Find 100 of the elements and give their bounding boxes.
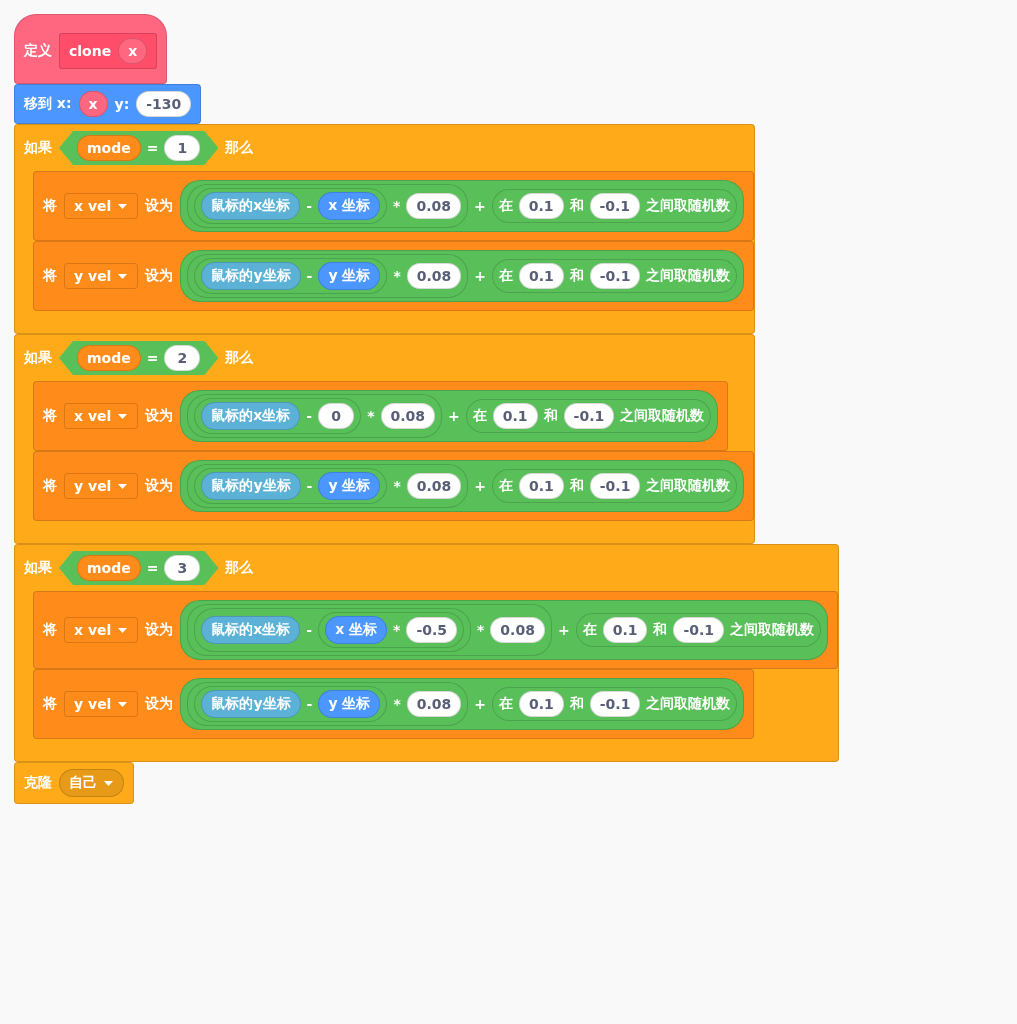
- set-variable-block: [33, 171, 755, 241]
- if-block: [14, 334, 756, 544]
- block-label: 之间取随机数: [646, 197, 731, 215]
- block-label: 之间取随机数: [646, 477, 731, 495]
- number-input: 0: [318, 403, 355, 429]
- motion-reporter: y 坐标: [318, 472, 381, 500]
- block-label: 和: [543, 407, 558, 425]
- operator-block: [180, 678, 745, 730]
- block-label: 在: [582, 621, 597, 639]
- motion-reporter: y 坐标: [318, 690, 381, 718]
- variable-dropdown: x vel: [64, 193, 139, 219]
- number-input: 0.1: [519, 691, 564, 717]
- operator-block: [194, 398, 362, 434]
- operator-block: [194, 608, 472, 652]
- block-label: 将: [43, 407, 57, 425]
- number-input: 0.08: [380, 403, 436, 429]
- number-input: 0.1: [519, 263, 564, 289]
- block-label: 将: [43, 197, 57, 215]
- sensing-reporter: 鼠标的x坐标: [201, 616, 301, 644]
- operator-sign: *: [477, 622, 485, 638]
- motion-reporter: y 坐标: [318, 262, 381, 290]
- sensing-reporter: 鼠标的y坐标: [201, 262, 301, 290]
- operator-block: [187, 394, 443, 438]
- operator-block: [187, 184, 468, 228]
- number-input: -0.1: [589, 263, 641, 289]
- operator-block: [194, 468, 388, 504]
- block-label: 和: [653, 621, 668, 639]
- block-label: 设为: [145, 267, 174, 285]
- number-input: 0.1: [602, 617, 648, 643]
- operator-sign: =: [146, 350, 159, 366]
- variable-dropdown: y vel: [64, 473, 139, 499]
- clone-menu: 自己: [59, 769, 124, 797]
- motion-reporter: x 坐标: [318, 192, 381, 220]
- random-block: [492, 469, 738, 503]
- sensing-reporter: 鼠标的x坐标: [201, 402, 301, 430]
- motion-block: [14, 84, 202, 124]
- number-input: 0.1: [519, 473, 564, 499]
- block-label: 移到 x:: [24, 95, 72, 113]
- operator-sign: -: [306, 478, 313, 494]
- block-label: 之间取随机数: [620, 407, 705, 425]
- block-label: 如果: [24, 559, 52, 577]
- operator-block: [187, 604, 552, 656]
- block-label: 那么: [225, 559, 254, 577]
- motion-reporter: x 坐标: [325, 616, 388, 644]
- operator-sign: *: [393, 478, 401, 494]
- block-label: 设为: [145, 407, 174, 425]
- block-label: 将: [43, 267, 57, 285]
- block-label: 定义: [24, 42, 52, 60]
- number-input: -0.1: [673, 617, 725, 643]
- variable-reporter: mode: [77, 345, 141, 371]
- operator-block: [180, 460, 745, 512]
- operator-block: [318, 612, 465, 648]
- operator-sign: *: [393, 622, 401, 638]
- operator-block: [180, 600, 829, 660]
- block-label: 那么: [225, 349, 254, 367]
- block-label: 设为: [145, 695, 174, 713]
- variable-dropdown: y vel: [64, 691, 139, 717]
- set-variable-block: [33, 241, 755, 311]
- block-label: 如果: [24, 139, 52, 157]
- sensing-reporter: 鼠标的y坐标: [201, 472, 301, 500]
- operator-sign: =: [146, 560, 159, 576]
- operator-sign: +: [557, 622, 570, 638]
- number-input: 0.08: [406, 691, 462, 717]
- operator-block: [194, 188, 388, 224]
- block-label: 在: [498, 197, 513, 215]
- variable-dropdown: y vel: [64, 263, 139, 289]
- sensing-reporter: 鼠标的y坐标: [201, 690, 301, 718]
- argument-reporter: x: [118, 38, 148, 64]
- block-label: 在: [499, 477, 513, 495]
- argument-reporter: x: [78, 91, 108, 117]
- block-label: 设为: [145, 477, 174, 495]
- number-input: -0.1: [589, 691, 641, 717]
- number-input: 0.08: [406, 473, 462, 499]
- operator-sign: -: [306, 696, 313, 712]
- block-label: 在: [472, 407, 487, 425]
- block-label: 在: [499, 695, 513, 713]
- operator-sign: *: [367, 408, 375, 424]
- if-block: [14, 124, 756, 334]
- operator-block: [180, 180, 745, 232]
- number-input: 0.08: [406, 193, 461, 219]
- block-label: 如果: [24, 349, 52, 367]
- set-variable-block: [33, 451, 755, 521]
- block-label: 克隆: [24, 774, 52, 792]
- random-block: [465, 399, 712, 433]
- operator-block: [180, 250, 745, 302]
- number-input: 0.08: [406, 263, 462, 289]
- operator-sign: *: [393, 198, 401, 214]
- number-input: -0.5: [406, 617, 458, 643]
- block-label: clone: [69, 43, 112, 59]
- number-input: 1: [164, 135, 201, 161]
- random-block: [491, 189, 738, 223]
- operator-sign: +: [474, 696, 486, 712]
- random-block: [492, 687, 738, 721]
- variable-reporter: mode: [77, 555, 141, 581]
- operator-block: [194, 686, 388, 722]
- block-label: 在: [499, 267, 513, 285]
- number-input: 0.1: [518, 193, 564, 219]
- operator-sign: +: [474, 268, 486, 284]
- variable-dropdown: x vel: [64, 403, 139, 429]
- variable-reporter: mode: [77, 135, 141, 161]
